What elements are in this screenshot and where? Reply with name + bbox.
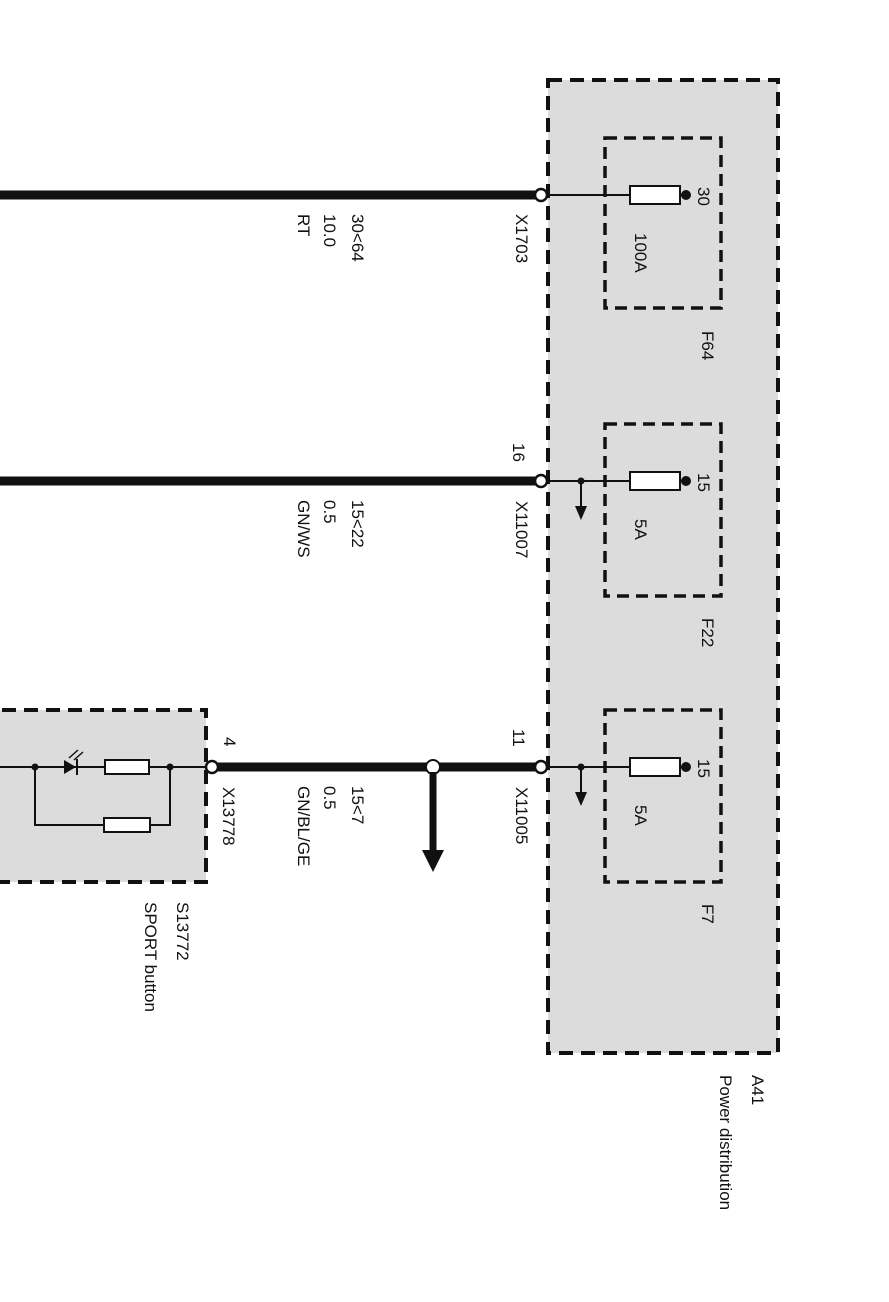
wire-3-circuit: 15<7 <box>348 786 367 824</box>
wire-2-circuit: 15<22 <box>348 500 367 548</box>
wire-2-size: 0.5 <box>320 500 339 524</box>
switch-name: SPORT button <box>141 902 160 1012</box>
sport-button-box <box>0 708 208 884</box>
splice-point <box>425 759 441 775</box>
splice-arrow-icon <box>422 850 444 872</box>
fuse-f64-terminal-label: 30 <box>694 187 713 206</box>
fuse-f64-housing <box>603 136 723 310</box>
f7-branch-arrow-icon <box>575 792 587 806</box>
resistor-lower <box>103 817 151 833</box>
wire-1-color: RT <box>294 214 313 236</box>
fuse-f7-rating: 5A <box>631 805 650 826</box>
fuse-f7-id: F7 <box>698 904 717 924</box>
connector-x1703-label: X1703 <box>512 214 531 263</box>
fuse-f64-rating: 100A <box>631 233 650 273</box>
power-distribution-name: Power distribution <box>716 1075 735 1210</box>
connector-x11005-pin-label: 11 <box>509 729 528 747</box>
connector-x13778-pin-label: 4 <box>220 737 239 746</box>
resistor-upper <box>104 759 150 775</box>
power-distribution-box <box>546 78 780 1055</box>
connector-x11007-pin-label: 16 <box>509 443 528 462</box>
connector-x13778-label: X13778 <box>219 787 238 846</box>
connector-x11007-label: X11007 <box>512 501 531 558</box>
fuse-f64-terminal <box>681 190 691 200</box>
wire-1-circuit: 30<64 <box>348 214 367 262</box>
connector-x11007-pin <box>533 473 549 489</box>
wire-2-color: GN/WS <box>294 500 313 558</box>
connector-x1703-pin <box>533 187 549 203</box>
wire-1-size: 10.0 <box>320 214 339 247</box>
connector-x11005-pin <box>533 759 549 775</box>
switch-id: S13772 <box>173 902 192 961</box>
fuse-f7-terminal <box>681 762 691 772</box>
f22-branch-arrow-icon <box>575 506 587 520</box>
fuse-f7-housing <box>603 708 723 884</box>
fuse-f7-terminal-label: 15 <box>694 759 713 778</box>
fuse-f22-terminal-label: 15 <box>694 473 713 492</box>
connector-x13778-pin <box>204 759 220 775</box>
power-distribution-id: A41 <box>748 1075 767 1105</box>
wire-3-color: GN/BL/GE <box>294 786 313 866</box>
fuse-f22-id: F22 <box>698 618 717 647</box>
fuse-f22-symbol <box>629 471 681 491</box>
fuse-f22-rating: 5A <box>631 519 650 540</box>
connector-x11005-label: X11005 <box>512 787 531 844</box>
fuse-f64-symbol <box>629 185 681 205</box>
wire-3-size: 0.5 <box>320 786 339 810</box>
fuse-f7-symbol <box>629 757 681 777</box>
fuse-f22-housing <box>603 422 723 598</box>
led-icon <box>64 749 84 775</box>
fuse-f64-id: F64 <box>698 331 717 360</box>
fuse-f22-terminal <box>681 476 691 486</box>
